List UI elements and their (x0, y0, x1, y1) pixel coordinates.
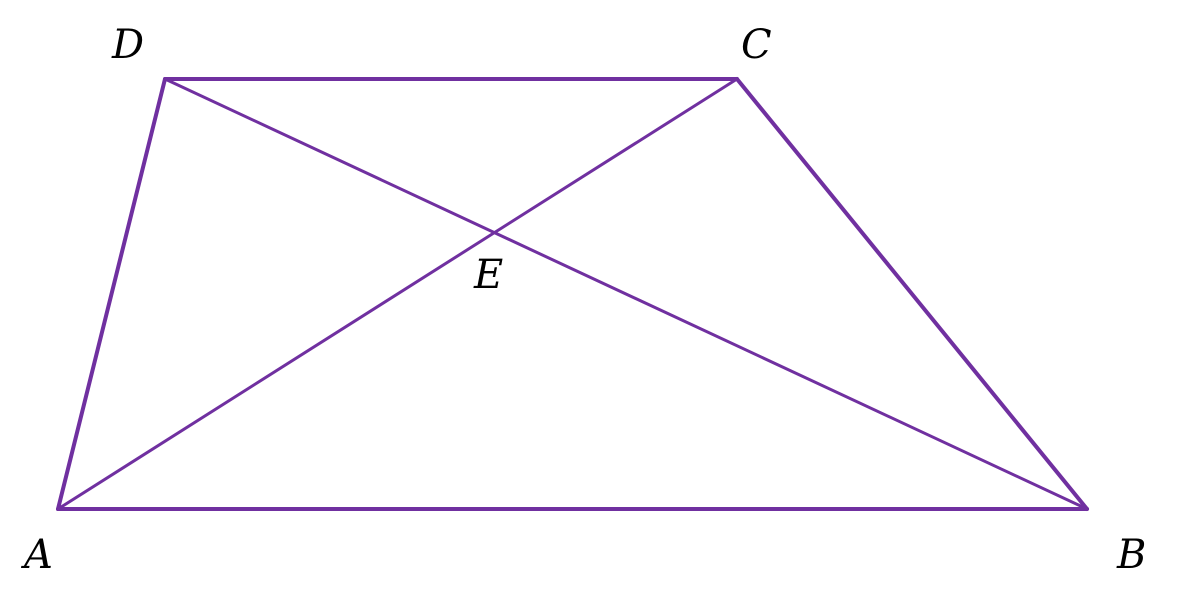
edge-bc (735, 77, 1089, 511)
edge-da (56, 77, 167, 511)
label-c: C (741, 22, 772, 68)
diagonal-ac (56, 77, 739, 511)
label-b: B (1116, 532, 1146, 578)
label-a: A (20, 532, 53, 578)
label-e: E (473, 252, 503, 298)
diagonal-bd (163, 77, 1089, 511)
label-d: D (111, 22, 144, 68)
